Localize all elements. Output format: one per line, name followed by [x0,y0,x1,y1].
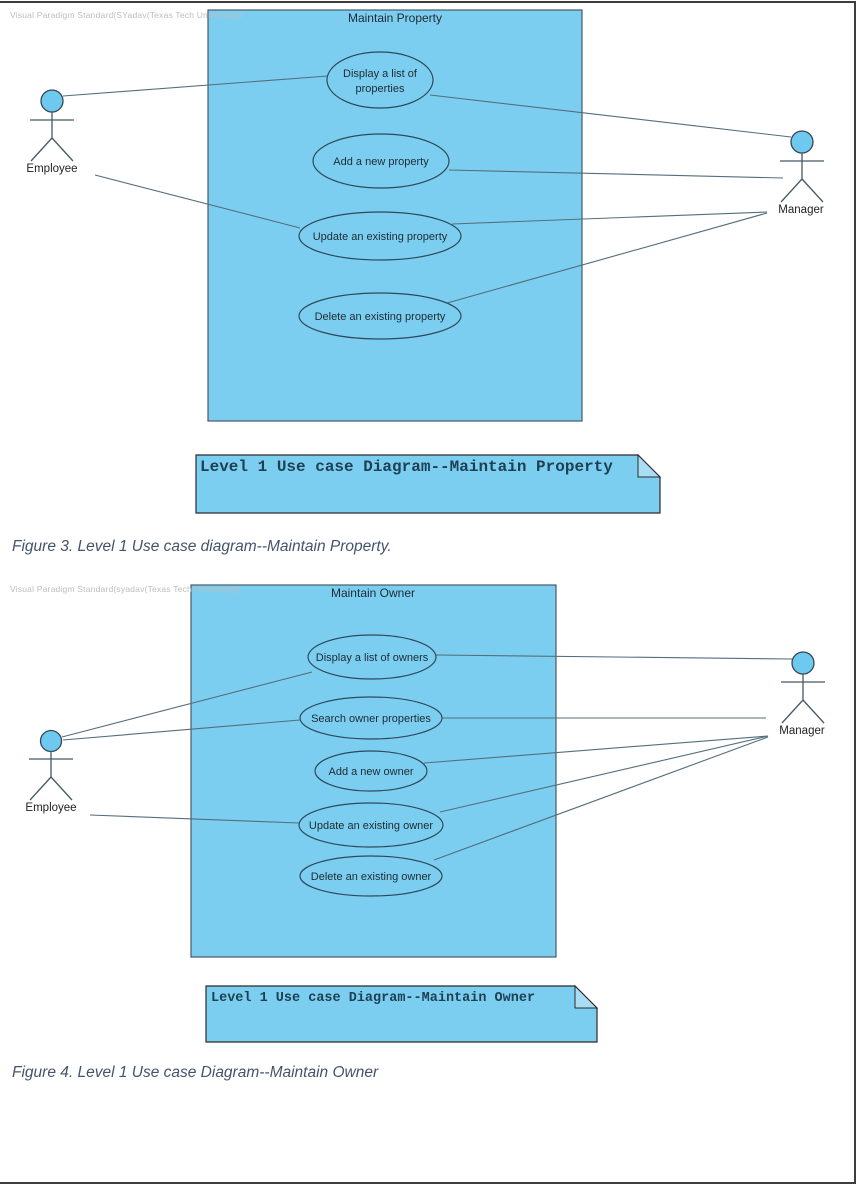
usecase-delete-property: Delete an existing property [298,292,462,340]
usecase-ellipse [298,211,462,261]
note-maintain-property: Level 1 Use case Diagram--Maintain Prope… [195,453,662,514]
association-line [435,654,793,660]
note-fold-icon [637,453,662,478]
usecase-ellipse [298,802,444,848]
usecase-ellipse [326,51,434,109]
association-lines [61,654,793,861]
usecase-ellipse [314,750,428,792]
actor-leg [801,178,824,203]
association-line [451,211,768,225]
usecase-label: Display a list of owners [316,652,429,664]
association-lines [62,75,792,306]
actor-label: Manager [778,204,824,216]
use-case-diagram-maintain-owner: Maintain Owner Display a list of owners … [25,584,825,1043]
usecase-display-owners: Display a list of owners [307,634,437,680]
usecase-update-property: Update an existing property [298,211,462,261]
usecase-label: Add a new property [333,156,429,168]
visual-paradigm-watermark: Visual Paradigm Standard(SYadav(Texas Te… [10,10,243,20]
usecase-display-properties: Display a list of properties [326,51,434,109]
note-label: Level 1 Use case Diagram--Maintain Owner [211,991,535,1006]
association-line [423,735,769,764]
actor-manager: Manager [778,130,824,216]
usecase-label: Update an existing property [313,231,448,243]
actor-leg [50,776,73,801]
usecase-label: properties [356,83,405,95]
association-line [439,212,768,306]
note-label: Level 1 Use case Diagram--Maintain Prope… [200,458,613,476]
figure-4-caption: Figure 4. Level 1 Use case Diagram--Main… [12,1064,379,1081]
association-line [448,169,784,179]
association-line [62,719,301,741]
usecase-label: Search owner properties [311,713,431,725]
system-boundary-title: Maintain Property [348,11,442,25]
note-shape [205,985,598,1043]
actor-label: Employee [26,163,77,175]
usecase-search-owner-properties: Search owner properties [299,696,443,740]
usecase-ellipse [312,133,450,189]
association-line [61,671,313,738]
usecase-label: Delete an existing owner [311,871,432,883]
association-line [429,94,792,138]
note-maintain-owner: Level 1 Use case Diagram--Maintain Owner [205,984,599,1043]
actor-head [790,130,814,154]
usecase-add-owner: Add a new owner [314,750,428,792]
association-line [62,75,329,97]
usecase-ellipse [298,292,462,340]
system-boundary-title: Maintain Owner [331,586,415,600]
actor-label: Employee [25,802,76,814]
visual-paradigm-watermark: Visual Paradigm Standard(syadav(Texas Te… [10,584,240,594]
association-line [89,814,300,824]
figure-3-caption: Figure 3. Level 1 Use case diagram--Main… [12,538,392,555]
actor-leg [29,776,52,801]
actor-employee: Employee [26,89,78,175]
usecase-label: Display a list of [343,68,418,80]
actor-head [791,651,815,675]
association-line [433,736,769,861]
usecase-delete-owner: Delete an existing owner [299,855,443,897]
association-line [439,735,769,813]
actor-leg [30,137,53,162]
actor-leg [780,178,803,203]
actor-head [39,729,63,753]
usecase-ellipse [307,634,437,680]
usecase-label: Delete an existing property [315,311,446,323]
actor-leg [781,699,804,724]
actor-leg [802,699,825,724]
actor-head [40,89,64,113]
note-shape [195,454,661,514]
actor-leg [51,137,74,162]
usecase-ellipse [299,696,443,740]
usecase-label: Add a new owner [329,766,414,778]
actor-employee: Employee [25,729,77,814]
usecase-ellipse [299,855,443,897]
actor-label: Manager [779,725,825,737]
usecase-update-owner: Update an existing owner [298,802,444,848]
use-case-diagram-maintain-property: Maintain Property Display a list of prop… [26,9,824,514]
usecase-add-property: Add a new property [312,133,450,189]
note-fold-icon [574,984,599,1009]
usecase-label: Update an existing owner [309,820,433,832]
association-line [94,174,301,229]
actor-manager: Manager [779,651,825,737]
